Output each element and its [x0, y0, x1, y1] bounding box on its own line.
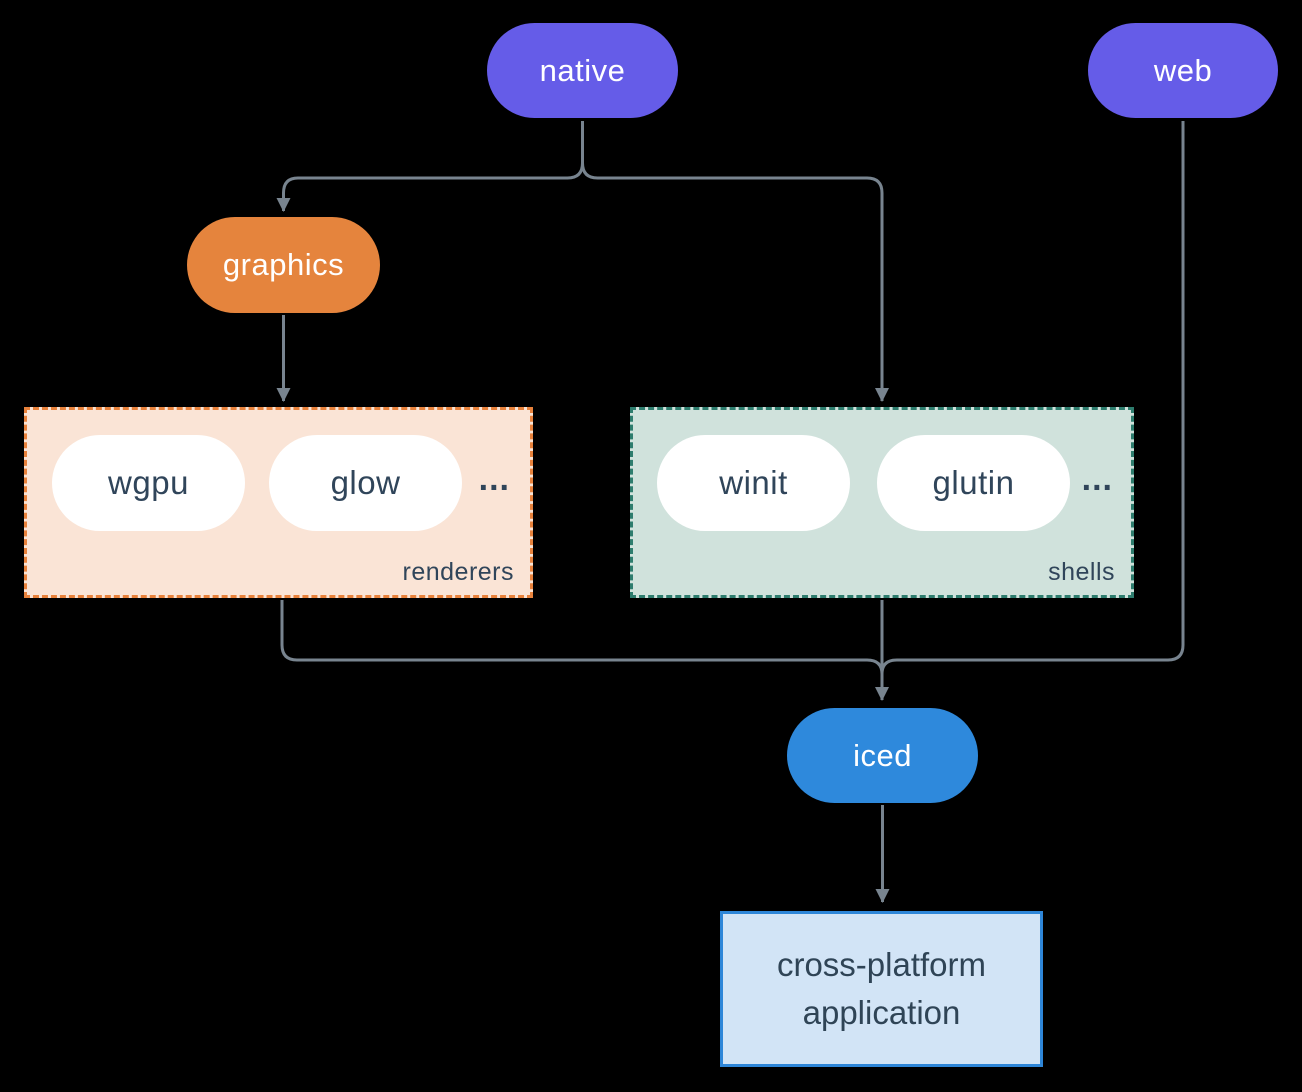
node-iced: iced — [787, 708, 978, 803]
node-native-label: native — [539, 52, 626, 88]
renderers-group-label: renderers — [402, 558, 514, 586]
shells-ellipsis: ... — [1081, 460, 1113, 498]
node-glow-label: glow — [330, 464, 401, 501]
node-cross-platform-application: cross-platform application — [720, 911, 1043, 1067]
node-graphics: graphics — [187, 217, 380, 313]
node-glow: glow — [269, 435, 462, 531]
renderers-ellipsis: ... — [478, 460, 510, 498]
edge-native-to-shells — [581, 121, 889, 402]
node-native: native — [487, 23, 678, 118]
node-graphics-label: graphics — [222, 247, 345, 282]
node-winit: winit — [657, 435, 850, 531]
node-web: web — [1088, 23, 1278, 118]
node-web-label: web — [1153, 52, 1213, 88]
edge-web-to-merge — [880, 121, 1185, 675]
node-wgpu: wgpu — [52, 435, 245, 531]
edge-renderers-to-merge — [280, 600, 884, 675]
edge-native-to-graphics — [276, 121, 584, 212]
node-glutin: glutin — [877, 435, 1070, 531]
node-wgpu-label: wgpu — [108, 464, 189, 501]
node-winit-label: winit — [719, 464, 788, 501]
node-application-label: cross-platform application — [776, 946, 987, 1031]
node-iced-label: iced — [853, 737, 912, 773]
shells-group-label: shells — [1048, 558, 1115, 586]
node-glutin-label: glutin — [932, 464, 1015, 501]
group-renderers: wgpu glow ... renderers — [24, 407, 533, 598]
group-shells: winit glutin ... shells — [630, 407, 1134, 598]
